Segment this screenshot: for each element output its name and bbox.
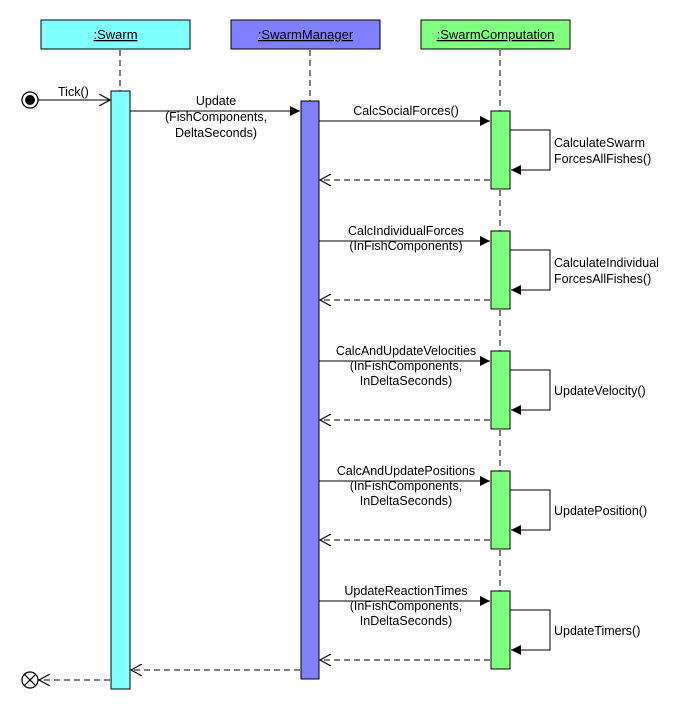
computation-activation — [490, 350, 511, 430]
update-label-line-2: (FishComponents, — [165, 110, 267, 124]
call-group: UpdateReactionTimes(InFishComponents,InD… — [319, 584, 640, 670]
call-group: CalcIndividualForces(InFishComponents) Ca… — [319, 224, 659, 310]
call-label: CalcIndividualForces — [348, 224, 464, 238]
self-call-arrow — [510, 129, 551, 175]
self-call-label: UpdateVelocity() — [554, 384, 646, 398]
participant-swarm-label: :Swarm — [93, 27, 137, 42]
computation-groups: CalcSocialForces() CalculateSwarmForcesAl… — [319, 104, 659, 670]
computation-activation — [490, 590, 511, 670]
self-call-arrow — [510, 489, 551, 535]
self-call-label: UpdatePosition() — [554, 504, 647, 518]
tick-label: Tick() — [58, 85, 89, 99]
self-call-arrow — [510, 249, 551, 295]
update-label-line-1: Update — [196, 94, 236, 108]
participant-swarm-computation: :SwarmComputation — [420, 19, 571, 50]
call-group: CalcSocialForces() CalculateSwarmForcesAl… — [319, 104, 651, 190]
participant-swarm-computation-label: :SwarmComputation — [437, 27, 555, 42]
call-label: (InFishComponents, — [350, 599, 463, 613]
initial-node — [21, 91, 39, 109]
self-call-label: CalculateIndividual — [554, 256, 659, 270]
self-call-label: UpdateTimers() — [554, 624, 640, 638]
computation-activation — [490, 470, 511, 550]
call-label: CalcAndUpdateVelocities — [336, 344, 476, 358]
call-group: CalcAndUpdatePositions(InFishComponents,… — [319, 464, 647, 550]
swarm-activation — [110, 90, 131, 690]
computation-activation — [490, 110, 511, 190]
self-call-arrow — [510, 609, 551, 655]
self-call-label: ForcesAllFishes() — [554, 152, 651, 166]
participant-swarm-manager-label: :SwarmManager — [258, 27, 354, 42]
call-label: CalcAndUpdatePositions — [337, 464, 475, 478]
call-label: InDeltaSeconds) — [360, 614, 452, 628]
self-call-label: CalculateSwarm — [554, 136, 645, 150]
call-group: CalcAndUpdateVelocities(InFishComponents… — [319, 344, 646, 430]
participant-swarm: :Swarm — [40, 19, 191, 50]
call-label: InDeltaSeconds) — [360, 374, 452, 388]
final-node — [21, 671, 39, 689]
call-label: UpdateReactionTimes — [344, 584, 467, 598]
call-label: (InFishComponents) — [349, 239, 462, 253]
call-label: (InFishComponents, — [350, 479, 463, 493]
call-label: InDeltaSeconds) — [360, 494, 452, 508]
call-label: CalcSocialForces() — [353, 104, 459, 118]
self-call-arrow — [510, 369, 551, 415]
self-call-label: ForcesAllFishes() — [554, 272, 651, 286]
computation-activation — [490, 230, 511, 310]
participant-swarm-manager: :SwarmManager — [230, 19, 381, 50]
manager-activation — [300, 100, 320, 680]
update-label-line-3: DeltaSeconds) — [175, 126, 257, 140]
call-label: (InFishComponents, — [350, 359, 463, 373]
